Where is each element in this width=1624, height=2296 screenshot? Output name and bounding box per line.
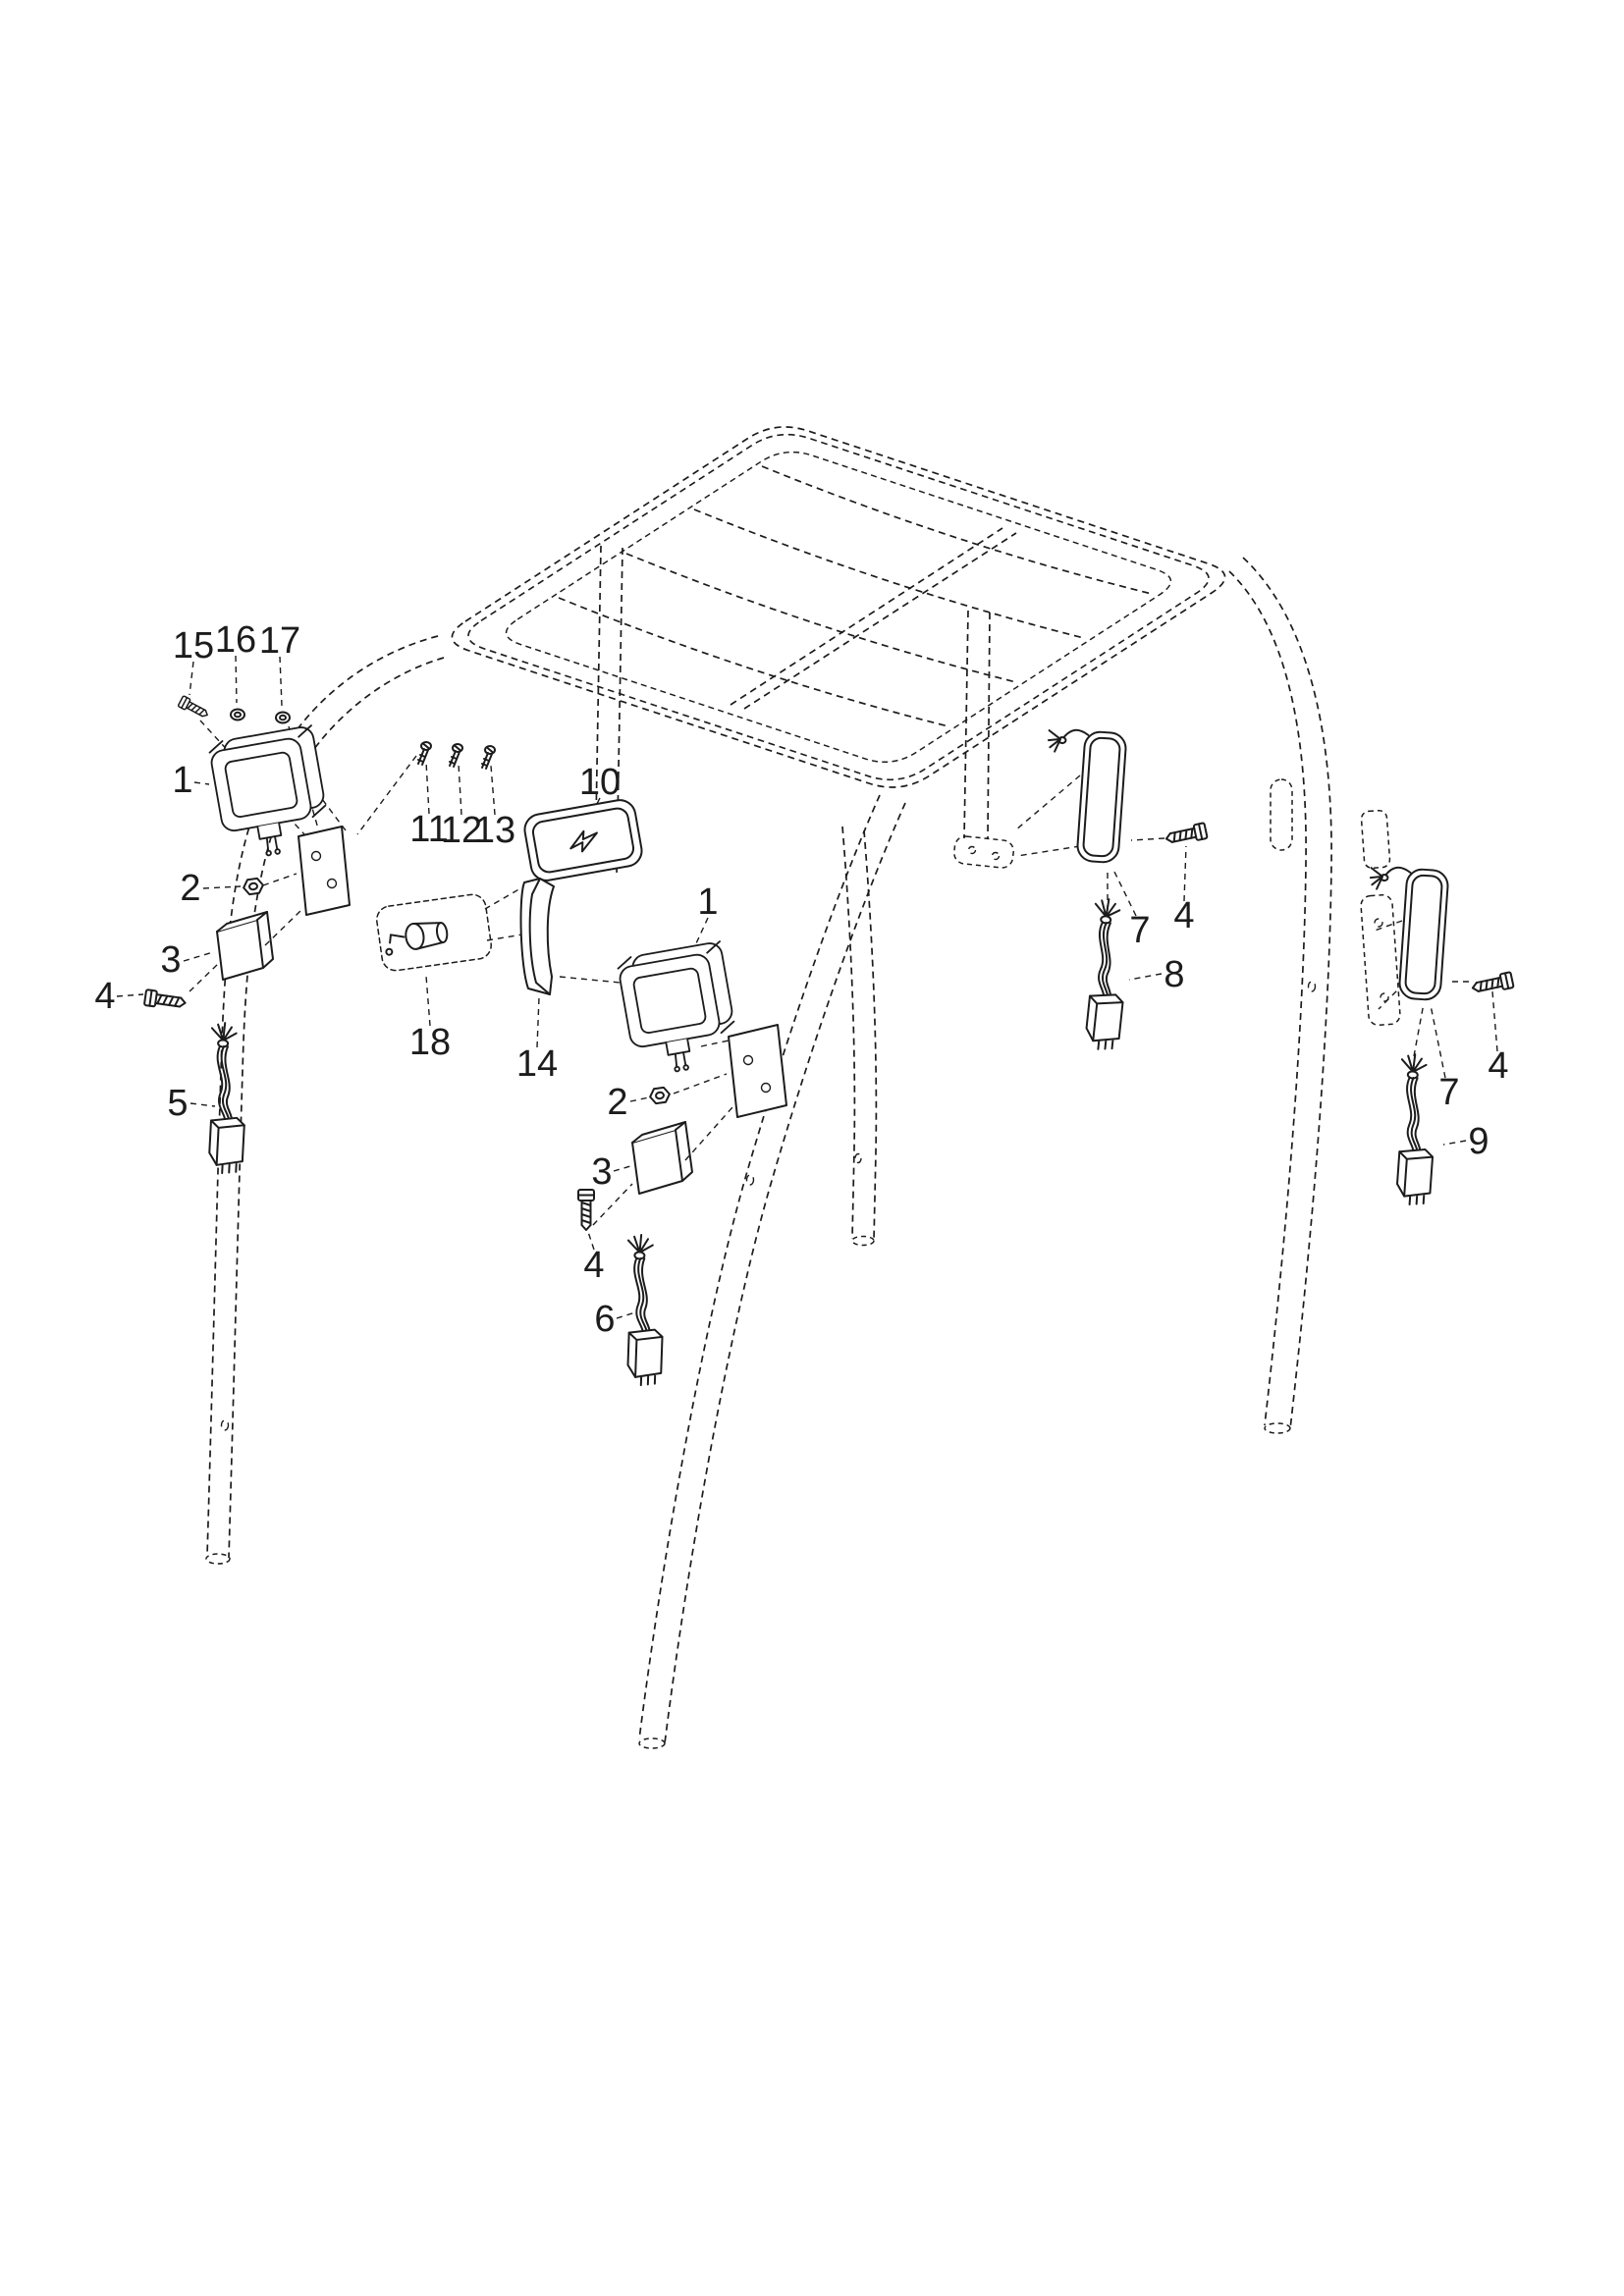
callout-label-14: 14: [516, 1043, 558, 1085]
mount-hole: [967, 845, 977, 855]
callout-label-18: 18: [409, 1022, 451, 1063]
wire-harness-5: [203, 1021, 251, 1176]
leg-foot: [638, 1737, 666, 1749]
switch-18: [376, 893, 492, 972]
bolt-4-center: [577, 1189, 595, 1231]
callout-label-7: 7: [1129, 910, 1150, 951]
bolt-4-left: [142, 988, 188, 1012]
callout-label-12: 12: [441, 810, 482, 851]
wire-harness-8: [1079, 896, 1135, 1052]
mount-hole: [1374, 918, 1383, 928]
mount-plate-center: [728, 1024, 787, 1118]
rack-slat: [625, 553, 1017, 683]
callout-label-15: 15: [173, 625, 214, 667]
bracket-3-left: [216, 911, 274, 981]
headlamp-1-center: [616, 940, 742, 1080]
callout-label-3: 3: [160, 939, 181, 981]
lamp-mount-plate: [1360, 893, 1401, 1027]
callout-label-2: 2: [607, 1082, 627, 1123]
callout-label-11: 11: [409, 809, 448, 850]
wire-harness-9: [1390, 1052, 1441, 1207]
callout-label-4: 4: [1173, 895, 1194, 936]
mount-hole: [1380, 992, 1389, 1002]
leg-foot: [1264, 1422, 1291, 1434]
screw-12: [449, 743, 463, 768]
mount-hole: [220, 1419, 230, 1431]
washer-16: [230, 708, 245, 721]
parts: [142, 694, 1515, 1387]
callout-label-4: 4: [94, 976, 115, 1017]
callout-label-6: 6: [594, 1299, 615, 1340]
callout-label-5: 5: [167, 1083, 188, 1124]
rack-slat: [558, 597, 949, 727]
lens-10: [523, 799, 643, 881]
rack-slat: [761, 465, 1153, 595]
callout-label-1: 1: [172, 760, 192, 801]
callout-label-7: 7: [1438, 1072, 1459, 1113]
rear-lamp-post: [953, 610, 1014, 869]
mount-hole: [745, 1174, 755, 1186]
callout-label-4: 4: [583, 1245, 604, 1286]
nut-2-left: [242, 877, 265, 896]
bracket-14: [519, 878, 555, 995]
callout-label-16: 16: [215, 619, 256, 661]
leg-foot: [851, 1235, 875, 1247]
screw-13: [481, 745, 496, 770]
bracket-upper: [1360, 809, 1391, 870]
leg-foot: [205, 1553, 231, 1565]
callout-label-2: 2: [180, 868, 200, 909]
marker-lamp-7-right2: [1361, 864, 1450, 1002]
bolt-4-right1: [1164, 822, 1209, 848]
roof-rack: [451, 426, 1226, 788]
callout-label-1: 1: [697, 881, 718, 923]
canopy-frame: [205, 426, 1401, 1749]
callout-label-17: 17: [259, 620, 300, 662]
washer-17: [275, 711, 291, 724]
callout-label-8: 8: [1164, 954, 1184, 995]
lamp-mount-stub: [953, 835, 1014, 869]
rack-slat: [693, 508, 1085, 639]
callout-label-13: 13: [474, 810, 515, 851]
rack-divider: [730, 527, 1003, 706]
bracket-3-center: [631, 1121, 693, 1195]
frame-loop: [1270, 778, 1293, 851]
mount-hole: [991, 851, 1001, 861]
leg-rear-middle: [841, 826, 878, 1247]
mount-hole: [1307, 981, 1317, 992]
right-mount-plates: [1360, 809, 1401, 1027]
callout-label-9: 9: [1468, 1121, 1489, 1162]
mount-plate-left: [298, 826, 351, 916]
leg-rear-right: [1228, 557, 1332, 1434]
callout-label-10: 10: [579, 762, 621, 803]
callout-label-4: 4: [1488, 1045, 1508, 1087]
wire-harness-6: [622, 1233, 668, 1387]
lens-arrow-glyph: [569, 829, 598, 853]
leg-front-right: [638, 794, 906, 1749]
rack-divider: [743, 532, 1017, 710]
screw-11: [417, 741, 432, 766]
screw-15: [177, 694, 211, 721]
mount-hole: [854, 1152, 862, 1164]
marker-lamp-7-right1: [1039, 726, 1128, 865]
callout-label-3: 3: [591, 1151, 612, 1193]
leader-lines: [116, 655, 1498, 1319]
nut-2-center: [648, 1086, 672, 1105]
switch-18-outline: [376, 893, 492, 972]
